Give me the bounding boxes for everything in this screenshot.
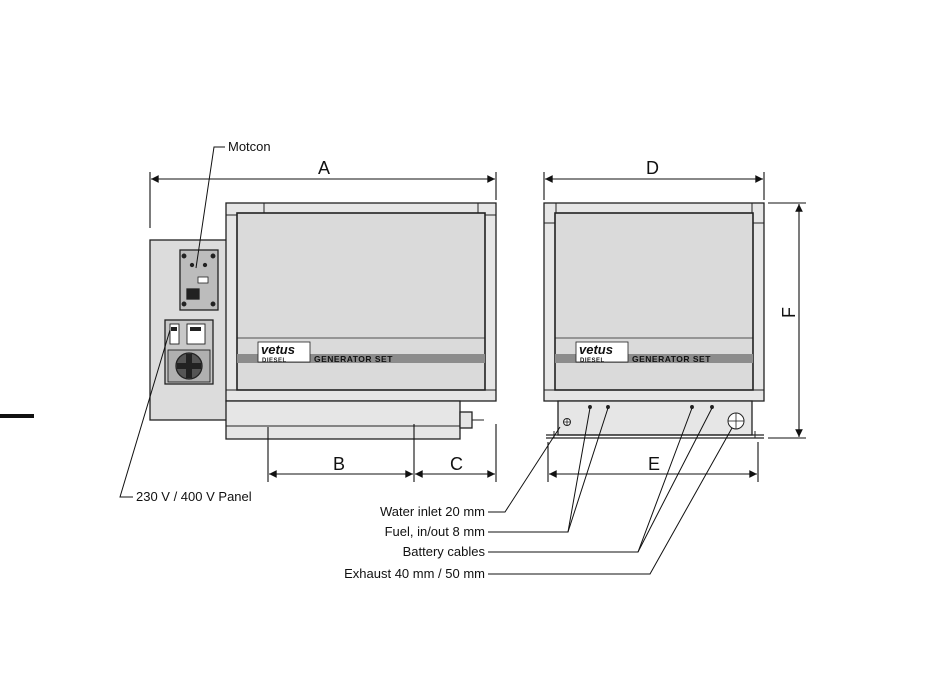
- margin-bar: [0, 414, 34, 418]
- side-view: [150, 203, 496, 439]
- panel-label: 230 V / 400 V Panel: [136, 489, 252, 504]
- front-product-text: GENERATOR SET: [632, 354, 711, 364]
- product-text: GENERATOR SET: [314, 354, 393, 364]
- front-logo-bottom-text: DIESEL: [580, 358, 605, 364]
- dim-c-label: C: [450, 454, 463, 474]
- battery-label: Battery cables: [403, 544, 486, 559]
- dim-d-label: D: [646, 158, 659, 178]
- dim-f-label: F: [779, 307, 799, 318]
- dim-a-label: A: [318, 158, 330, 178]
- logo-bottom-text: DIESEL: [262, 358, 287, 364]
- motcon-label: Motcon: [228, 139, 271, 154]
- front-base: [558, 401, 752, 435]
- front-logo-top-text: vetus: [579, 342, 613, 357]
- water-inlet-label: Water inlet 20 mm: [380, 504, 485, 519]
- exhaust-label: Exhaust 40 mm / 50 mm: [344, 566, 485, 581]
- dim-b-label: B: [333, 454, 345, 474]
- logo-top-text: vetus: [261, 342, 295, 357]
- dim-e-label: E: [648, 454, 660, 474]
- fuel-label: Fuel, in/out 8 mm: [385, 524, 485, 539]
- front-view: [544, 203, 764, 438]
- side-base: [226, 401, 460, 439]
